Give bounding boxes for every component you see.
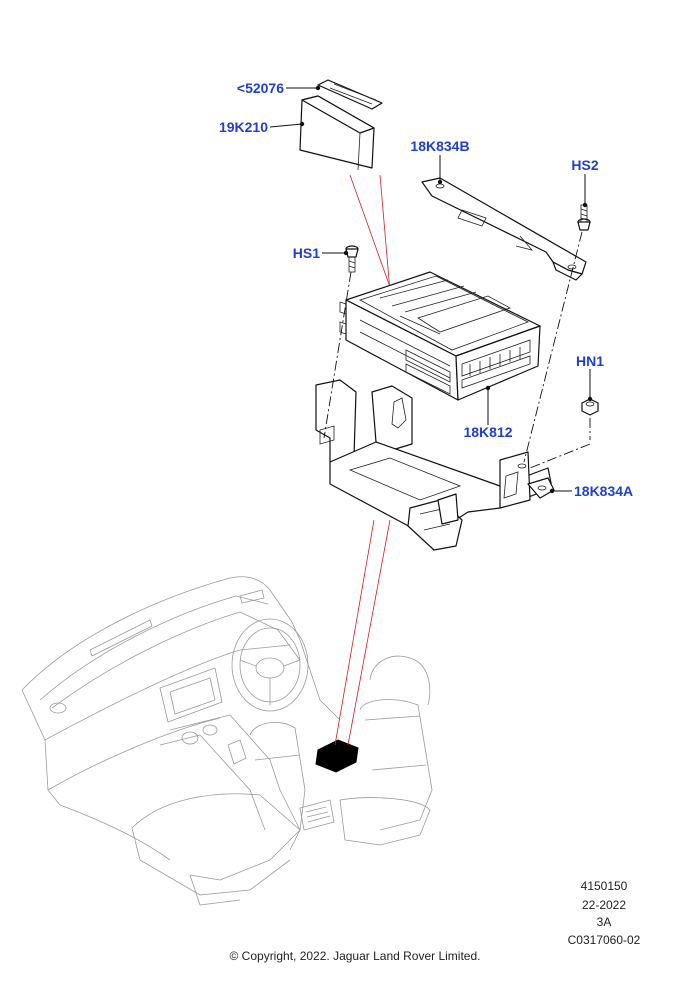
illustration-revision: 3A	[597, 915, 612, 929]
callout-18k834b: 18K834B	[410, 138, 469, 154]
module-block-19k210	[299, 95, 375, 171]
illustration-code: C0317060-02	[568, 933, 641, 947]
bracket-18k834a	[315, 379, 555, 551]
callout-18k812: 18K812	[463, 424, 512, 440]
illustration-date: 22-2022	[582, 898, 626, 912]
callout-19k210: 19K210	[219, 119, 268, 135]
bracket-18k834b	[421, 177, 587, 281]
module-18k812	[339, 271, 541, 401]
callout-labels: <52076 19K210 18K834B HS2 HS1 HN1 18K812…	[219, 80, 633, 499]
screw-hs1	[345, 245, 359, 273]
reference-block: 4150150 22-2022 3A C0317060-02	[568, 879, 641, 947]
screw-hs2	[577, 204, 591, 231]
callout-18k834a: 18K834A	[574, 483, 633, 499]
label-plate	[317, 79, 383, 110]
callout-hn1: HN1	[576, 353, 604, 369]
nut-hn1	[581, 398, 599, 416]
illustration-number: 4150150	[581, 879, 628, 893]
copyright-notice: © Copyright, 2022. Jaguar Land Rover Lim…	[230, 949, 481, 963]
fastener-axes	[323, 231, 591, 469]
vehicle-interior-overview	[21, 576, 433, 906]
module-location-marker	[315, 739, 359, 773]
callout-hs2: HS2	[571, 157, 598, 173]
callout-hs1: HS1	[293, 245, 320, 261]
callout-52076: <52076	[237, 80, 284, 96]
leader-lines	[269, 85, 593, 494]
